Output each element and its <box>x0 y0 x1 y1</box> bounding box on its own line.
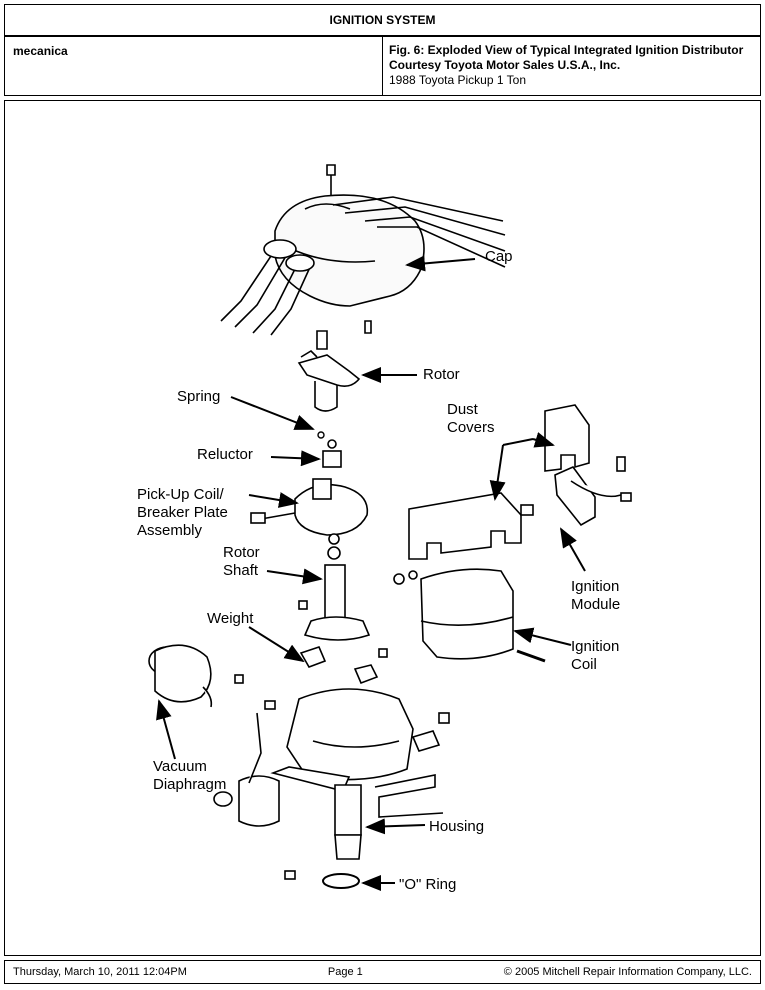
spring-label: Spring <box>177 388 220 405</box>
section-title-text: IGNITION SYSTEM <box>329 13 436 27</box>
weight-label: Weight <box>207 610 254 627</box>
weight-part <box>298 600 388 685</box>
dust-covers-label-2: Covers <box>447 419 495 436</box>
cap-label: Cap <box>485 248 513 265</box>
pickup-label-3: Assembly <box>137 522 203 539</box>
reluctor-part <box>322 439 342 468</box>
rotor-label: Rotor <box>423 366 460 383</box>
dust-covers-label-1: Dust <box>447 401 479 418</box>
distributor-diagram: Cap Rotor Spring Reluctor Pick-Up Coil/ … <box>137 164 632 893</box>
source-text: mecanica <box>13 44 68 58</box>
vacuum-diaphragm-part <box>148 644 244 708</box>
reluctor-label: Reluctor <box>197 446 253 463</box>
cap-part <box>220 164 506 350</box>
ignition-module-label-2: Module <box>571 596 620 613</box>
caption-cell: Fig. 6: Exploded View of Typical Integra… <box>383 37 760 95</box>
figure-box: Cap Rotor Spring Reluctor Pick-Up Coil/ … <box>4 100 761 956</box>
footer-bar: Thursday, March 10, 2011 12:04PM Page 1 … <box>4 960 761 984</box>
vehicle-text: 1988 Toyota Pickup 1 Ton <box>389 73 526 87</box>
ignition-module-part <box>520 456 632 527</box>
header-row: mecanica Fig. 6: Exploded View of Typica… <box>4 36 761 96</box>
rotor-shaft-label-1: Rotor <box>223 544 260 561</box>
rotor-part <box>297 349 361 412</box>
ignition-module-label-1: Ignition <box>571 578 619 595</box>
rotor-shaft-label-2: Shaft <box>223 562 259 579</box>
section-title: IGNITION SYSTEM <box>4 4 761 36</box>
footer-page: Page 1 <box>327 966 363 978</box>
spring-part <box>317 431 325 439</box>
ignition-coil-label-1: Ignition <box>571 638 619 655</box>
footer-timestamp: Thursday, March 10, 2011 12:04PM <box>13 966 187 978</box>
housing-label: Housing <box>429 818 484 835</box>
o-ring-label: "O" Ring <box>399 876 456 893</box>
ignition-coil-part <box>393 568 546 663</box>
housing-part <box>213 688 450 880</box>
ignition-coil-label-2: Coil <box>571 656 597 673</box>
figure-caption: Fig. 6: Exploded View of Typical Integra… <box>389 43 744 72</box>
pickup-label-2: Breaker Plate <box>137 504 228 521</box>
dust-covers-part <box>408 404 590 560</box>
vacuum-label-1: Vacuum <box>153 758 207 775</box>
o-ring-part <box>322 873 360 889</box>
rotor-shaft-part <box>303 533 371 641</box>
footer-copyright: © 2005 Mitchell Repair Information Compa… <box>503 966 752 978</box>
breaker-plate-part <box>250 478 369 536</box>
pickup-label-1: Pick-Up Coil/ <box>137 486 225 503</box>
vacuum-label-2: Diaphragm <box>153 776 226 793</box>
source-cell: mecanica <box>5 37 383 95</box>
